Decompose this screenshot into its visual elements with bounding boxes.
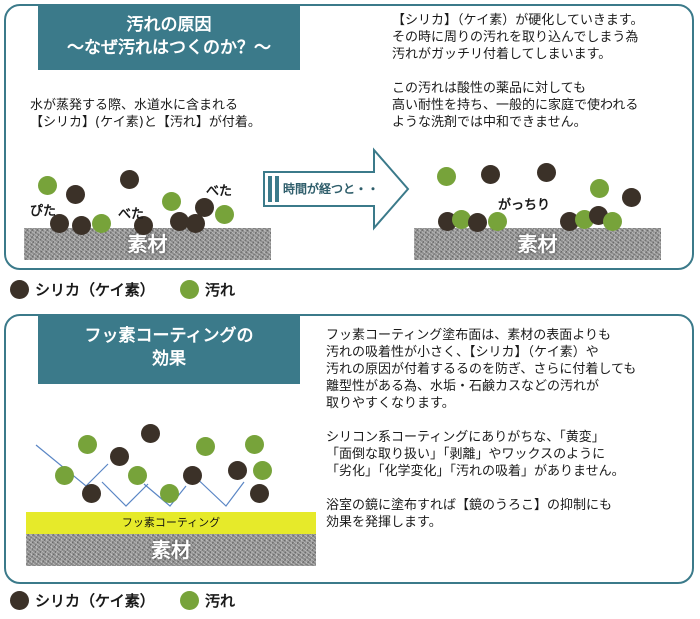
word-gatchiri: がっちり [498, 194, 550, 213]
legend-silica: シリカ（ケイ素） [10, 279, 155, 300]
material-bottom: 素材 [26, 534, 316, 566]
legend-dirt-2: 汚れ [180, 590, 235, 611]
legend-silica-2: シリカ（ケイ素） [10, 590, 155, 611]
cause-title-line2: ～なぜ汚れはつくのか？～ [38, 37, 300, 60]
material-right: 素材 [414, 228, 661, 260]
silica-particle [228, 461, 247, 480]
silica-particle [72, 216, 91, 235]
arrow-label: 時間が経つと・・ [283, 180, 379, 197]
silica-particle [183, 466, 202, 485]
cause-title-line1: 汚れの原因 [38, 14, 300, 37]
effect-title: フッ素コーティングの 効果 [38, 316, 300, 384]
word-beta: べた [118, 203, 144, 222]
dirt-particle [128, 466, 147, 485]
silica-particle [481, 165, 500, 184]
silica-particle [537, 163, 556, 182]
effect-text: フッ素コーティング塗布面は、素材の表面よりも 汚れの吸着性が小さく、【シリカ】（… [326, 327, 691, 531]
dirt-particle [253, 461, 272, 480]
silica-particle [120, 170, 139, 189]
dirt-particle [196, 437, 215, 456]
silica-particle [66, 185, 85, 204]
dirt-particle [162, 192, 181, 211]
silica-particle [110, 447, 129, 466]
fluorine-coating-layer: フッ素コーティング [26, 512, 316, 534]
dirt-particle [160, 484, 179, 503]
dirt-legend-icon [180, 280, 199, 299]
dirt-particle [55, 466, 74, 485]
dirt-particle [245, 435, 264, 454]
cause-left-text: 水が蒸発する際、水道水に含まれる 【シリカ】(ケイ素)と【汚れ】が付着。 [30, 97, 300, 131]
dirt-particle [488, 212, 507, 231]
dirt-particle [603, 212, 622, 231]
word-pita: ぴた [30, 200, 56, 219]
dirt-particle [92, 214, 111, 233]
silica-particle [250, 484, 269, 503]
effect-title-line1: フッ素コーティングの [38, 325, 300, 348]
cause-title: 汚れの原因 ～なぜ汚れはつくのか？～ [38, 6, 300, 70]
silica-legend-icon [10, 280, 29, 299]
cause-right-text: 【シリカ】（ケイ素）が硬化していきます。 その時に周りの汚れを取り込んでしまう為… [392, 12, 692, 131]
dirt-particle [215, 205, 234, 224]
dirt-particle [78, 435, 97, 454]
silica-particle [622, 188, 641, 207]
dirt-legend-icon [180, 591, 199, 610]
silica-legend-icon [10, 591, 29, 610]
dirt-particle [437, 167, 456, 186]
silica-particle [82, 484, 101, 503]
word-beta: べた [206, 180, 232, 199]
silica-particle [141, 424, 160, 443]
dirt-particle [38, 176, 57, 195]
dirt-particle [590, 179, 609, 198]
silica-particle [468, 213, 487, 232]
silica-particle [186, 214, 205, 233]
legend-dirt: 汚れ [180, 279, 235, 300]
effect-title-line2: 効果 [38, 348, 300, 371]
